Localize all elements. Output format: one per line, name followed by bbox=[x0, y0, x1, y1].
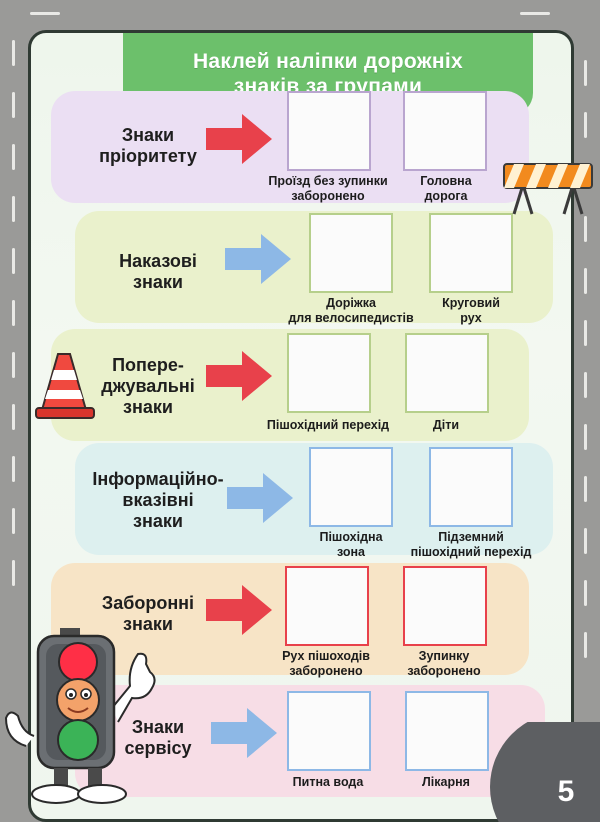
sticker-slot-pedestrian-zone[interactable] bbox=[309, 447, 393, 527]
arrow-right-icon bbox=[206, 351, 272, 401]
sticker-slot-children[interactable] bbox=[405, 333, 489, 413]
caption-drinking-water: Питна вода bbox=[292, 775, 364, 789]
sticker-slot-drinking-water[interactable] bbox=[287, 691, 371, 771]
arrow-right-icon bbox=[206, 114, 272, 164]
sticker-slot-bike-path[interactable] bbox=[309, 213, 393, 293]
corner-road bbox=[490, 722, 600, 822]
arrow-right-icon bbox=[206, 585, 272, 635]
sticker-slot-underpass[interactable] bbox=[429, 447, 513, 527]
sticker-slot-no-stop[interactable] bbox=[287, 91, 371, 171]
sticker-slot-main-road[interactable] bbox=[403, 91, 487, 171]
title-line-1: Наклей наліпки дорожніх bbox=[192, 50, 464, 73]
sticker-slot-no-stopping[interactable] bbox=[403, 566, 487, 646]
sticker-slot-roundabout[interactable] bbox=[429, 213, 513, 293]
barrier-icon bbox=[503, 163, 593, 215]
worksheet-panel: Наклей наліпки дорожніх знаків за групам… bbox=[28, 30, 574, 822]
page-number: 5 bbox=[557, 775, 575, 808]
arrow-right-icon bbox=[227, 473, 293, 523]
caption-children: Діти bbox=[432, 418, 460, 432]
caption-crosswalk: Пішохідний перехід bbox=[266, 418, 390, 432]
arrow-right-icon bbox=[225, 234, 291, 284]
traffic-light-mascot-icon bbox=[4, 628, 156, 804]
sticker-slot-crosswalk[interactable] bbox=[287, 333, 371, 413]
sticker-slot-hospital[interactable] bbox=[405, 691, 489, 771]
caption-hospital: Лікарня bbox=[422, 775, 470, 789]
arrow-right-icon bbox=[211, 708, 277, 758]
sticker-slot-no-pedestrians[interactable] bbox=[285, 566, 369, 646]
traffic-cone-icon bbox=[35, 353, 95, 419]
